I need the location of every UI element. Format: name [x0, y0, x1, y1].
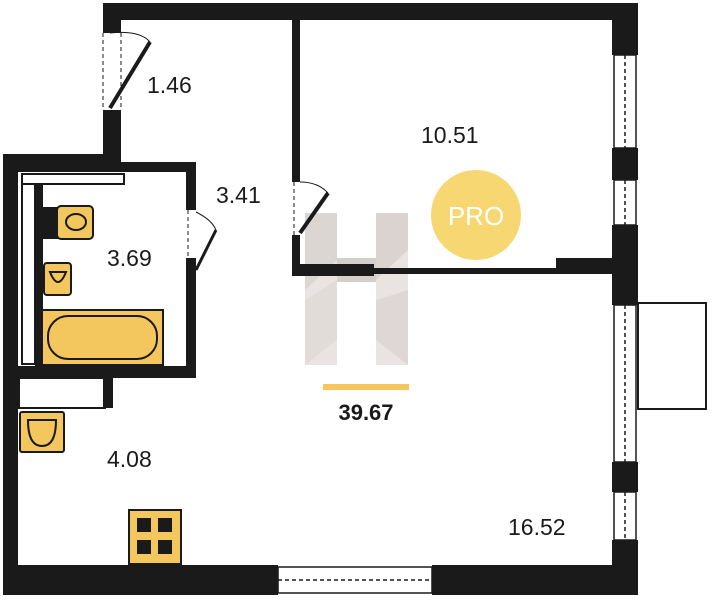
- total-area-underline: [323, 384, 409, 390]
- brand-logo-watermark: [305, 213, 408, 365]
- pro-badge-text: PRO: [448, 201, 504, 231]
- kitchen-sink-icon: [19, 411, 65, 453]
- windows: [277, 54, 637, 594]
- doors: [102, 31, 330, 271]
- bathtub-icon: [41, 309, 164, 366]
- total-area: 39.67: [338, 400, 393, 425]
- area-bedroom: 10.51: [421, 122, 479, 148]
- area-bathroom: 3.69: [107, 245, 152, 271]
- walls: [3, 3, 638, 595]
- area-living-room: 16.52: [508, 514, 566, 540]
- sink-icon: [43, 262, 72, 296]
- area-kitchen: 4.08: [107, 446, 152, 472]
- fixtures: [19, 205, 182, 565]
- thin-outlines: [18, 173, 707, 410]
- stove-icon: [128, 509, 182, 565]
- pro-badge: PRO: [431, 170, 521, 260]
- area-entry-closet: 1.46: [147, 72, 192, 98]
- area-hallway: 3.41: [216, 182, 261, 208]
- toilet-icon: [42, 205, 94, 240]
